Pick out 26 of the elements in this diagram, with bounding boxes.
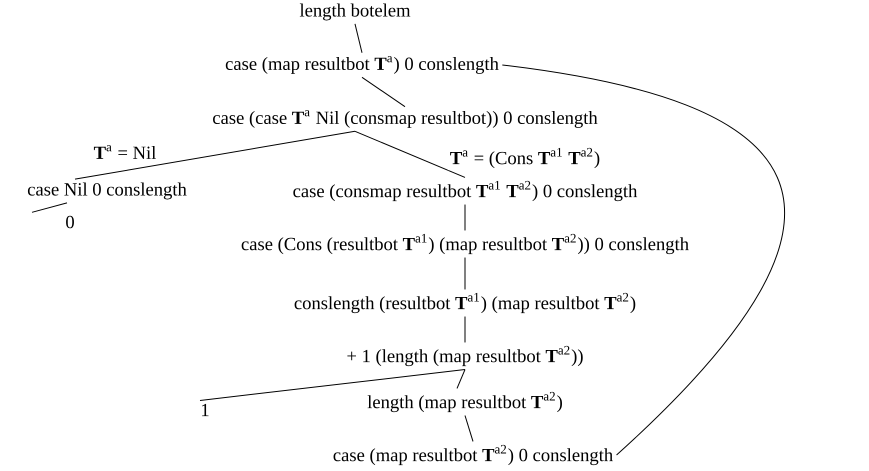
term-label: case (consmap resultbot T$^{a1}$ T$^{a2}$) 0 conslength	[293, 180, 638, 202]
term-label: conslength (resultbot T$^{a1}$) (map resultbot T$^{a2}$)	[294, 292, 636, 314]
tree-line	[456, 369, 466, 389]
tree-line	[74, 130, 356, 180]
term-label: length (map resultbot T$^{a2}$)	[368, 392, 562, 412]
term-label: case (case T$^{a}$ Nil (consmap resultbot)) 0 conslength	[213, 110, 598, 128]
term-label: + 1 (length (map resultbot T$^{a2}$))	[347, 346, 583, 366]
tree-line	[200, 369, 466, 401]
edge-label: T$^{a}$ = Nil	[92, 143, 158, 161]
term-label: case (map resultbot T$^{a2}$) 0 conslength	[334, 444, 613, 466]
edge-label: T$^{a}$ = (Cons T$^{a1}$ T$^{a2}$)	[448, 146, 602, 170]
tree-line	[464, 257, 466, 290]
curved-line	[502, 64, 786, 456]
term-label: 0	[66, 216, 74, 228]
tree-line	[464, 204, 466, 231]
term-label: case (map resultbot T$^{a}$) 0 conslength	[226, 56, 499, 74]
tree-line	[32, 202, 68, 213]
tree-line	[354, 130, 466, 178]
tree-line	[464, 316, 466, 343]
term-label: 1	[202, 404, 209, 416]
term-label: length botelem	[300, 4, 410, 20]
term-label: case Nil 0 conslength	[28, 182, 187, 200]
tree-line	[464, 415, 474, 442]
tree-line	[362, 76, 406, 108]
term-label: case (Cons (resultbot T$^{a1}$) (map resultbot T$^{a2}$)) 0 conslength	[242, 234, 689, 254]
tree-line	[354, 23, 362, 54]
